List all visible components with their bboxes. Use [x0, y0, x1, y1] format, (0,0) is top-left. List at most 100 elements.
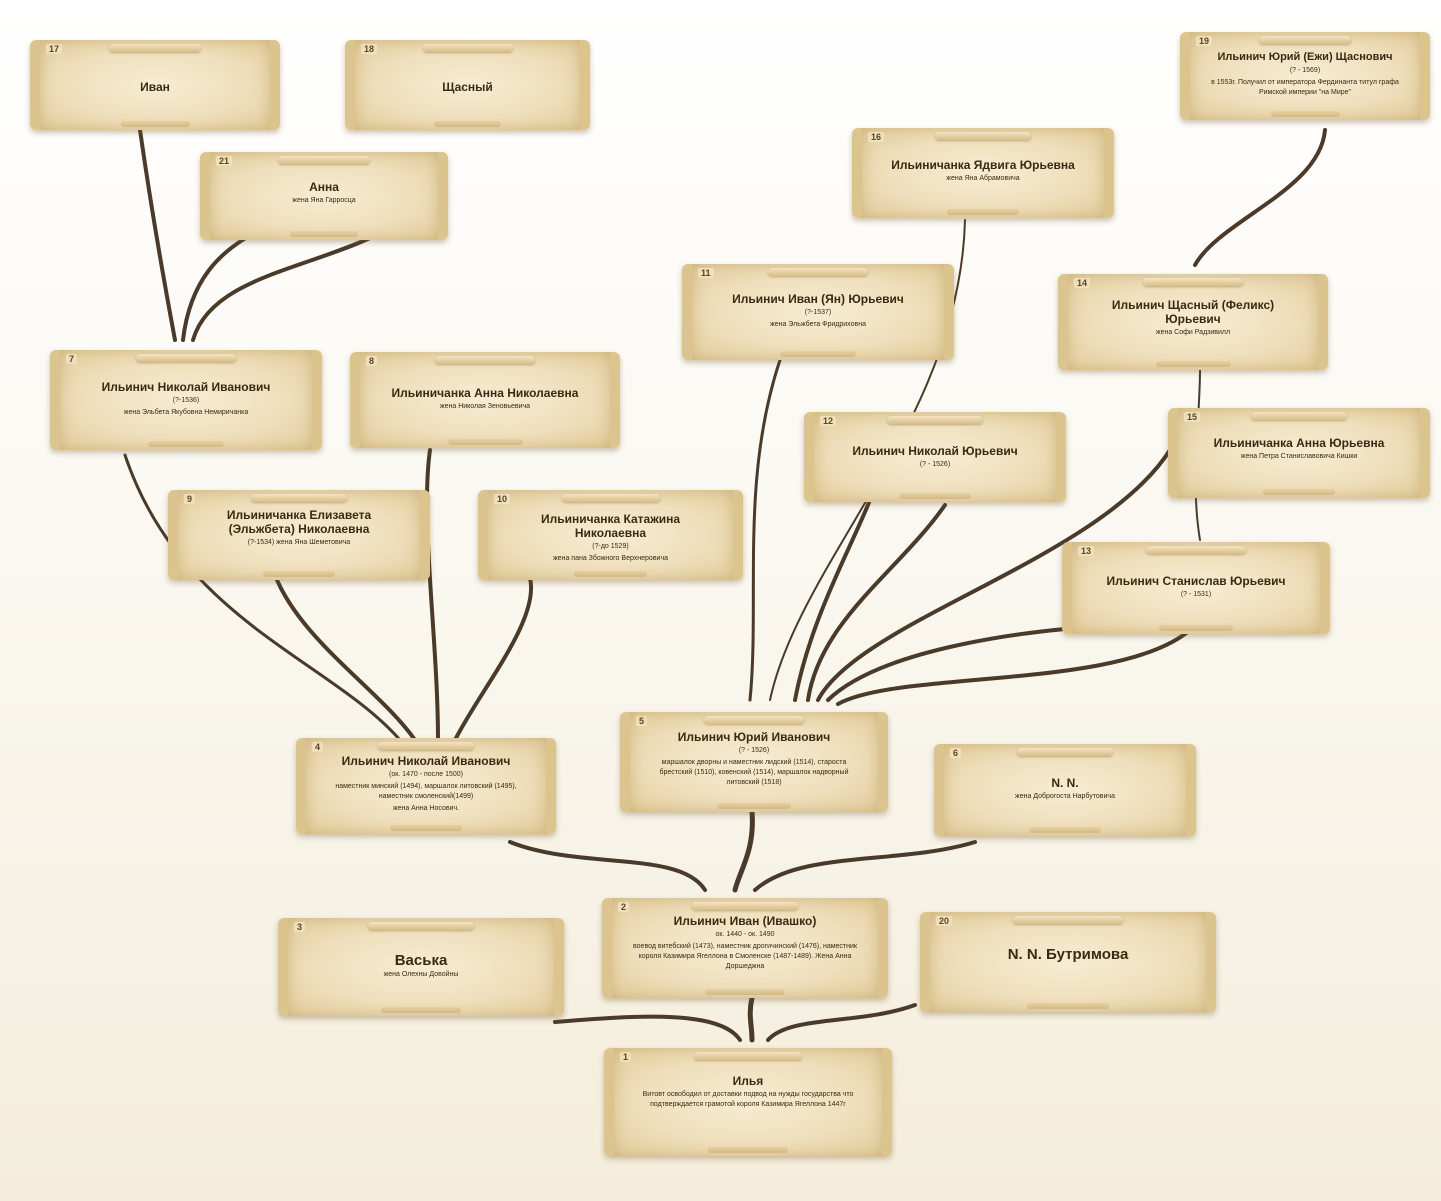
connector-5-12 [793, 498, 872, 702]
person-detail: (? - 1531) [1180, 591, 1212, 598]
person-name: Илья [732, 1074, 764, 1088]
person-card-14[interactable]: 14 Ильинич Щасный (Феликс) Юрьевич жена … [1058, 274, 1328, 370]
person-card-12[interactable]: 12 Ильинич Николай Юрьевич (? - 1526) [804, 412, 1066, 502]
person-name: Ильинич Иван (Ян) Юрьевич [732, 292, 904, 306]
person-detail: ок. 1440 - ок. 1490 [715, 931, 775, 938]
person-number: 17 [46, 44, 63, 54]
person-card-7[interactable]: 7 Ильинич Николай Иванович (?-1536) жена… [50, 350, 322, 450]
person-detail: (?-1536) [172, 397, 200, 404]
person-number: 5 [636, 716, 648, 726]
person-card-8[interactable]: 8 Ильиничанка Анна Николаевна жена Никол… [350, 352, 620, 448]
connector-5-13b [836, 628, 1192, 706]
person-name: N. N. Бутримова [1007, 946, 1129, 963]
person-name: Ильиничанка Анна Николаевна [391, 386, 579, 400]
connector-5-13 [826, 623, 1122, 702]
connector-5-12b [806, 503, 947, 702]
person-number: 16 [868, 132, 885, 142]
person-detail: (? - 1526) [919, 461, 951, 468]
person-number: 4 [312, 742, 324, 752]
person-name: Иван [140, 80, 170, 94]
person-card-9[interactable]: 9 Ильиничанка Елизавета (Эльжбета) Никол… [168, 490, 430, 580]
person-number: 9 [184, 494, 196, 504]
person-detail: жена Николая Зеновьевича [439, 403, 531, 410]
person-name: Васька [394, 952, 448, 969]
person-card-13[interactable]: 13 Ильинич Станислав Юрьевич (? - 1531) [1062, 542, 1330, 634]
connector-2-6 [753, 840, 977, 892]
person-detail: жена Яна Абрамовича [946, 175, 1020, 182]
person-card-19[interactable]: 19 Ильинич Юрий (Ежи) Щаснович (? - 1569… [1180, 32, 1430, 120]
person-name: Ильиничанка Катажина Николаевна [540, 512, 681, 540]
person-detail: (? - 1569) [1289, 67, 1321, 74]
person-detail: Витовт освободил от доставки подвод на н… [642, 1091, 854, 1108]
person-detail: жена Яна Гарросца [292, 197, 356, 204]
connector-4-8 [424, 448, 440, 742]
person-detail: жена Олехны Довойны [383, 971, 459, 978]
person-name: Ильинич Николай Иванович [101, 380, 271, 394]
person-card-18[interactable]: 18 Щасный [345, 40, 590, 130]
person-card-6[interactable]: 6 N. N. жена Доброгоста Нарбутовича [934, 744, 1196, 836]
connector-4-10 [453, 576, 534, 742]
person-number: 12 [820, 416, 837, 426]
person-name: Ильиничанка Елизавета (Эльжбета) Николае… [226, 508, 372, 536]
connector-7-21b [191, 236, 372, 342]
person-number: 13 [1078, 546, 1095, 556]
person-card-15[interactable]: 15 Ильиничанка Анна Юрьевна жена Петра С… [1168, 408, 1430, 498]
person-detail: жена Анна Носович. [392, 805, 460, 812]
connector-1-3 [553, 1014, 742, 1042]
person-detail: жена Доброгоста Нарбутовича [1015, 793, 1115, 800]
person-detail: (? - 1526) [738, 747, 770, 754]
person-card-2[interactable]: 2 Ильинич Иван (Ивашко) ок. 1440 - ок. 1… [602, 898, 888, 998]
person-name: Ильиничанка Ядвига Юрьевна [891, 158, 1075, 172]
person-name: Ильинич Станислав Юрьевич [1106, 574, 1286, 588]
person-number: 10 [494, 494, 511, 504]
person-card-5[interactable]: 5 Ильинич Юрий Иванович (? - 1526) марша… [620, 712, 888, 812]
person-detail: наместник минский (1494), маршалок литов… [335, 783, 517, 800]
person-number: 20 [936, 916, 953, 926]
person-number: 6 [950, 748, 962, 758]
person-number: 2 [618, 902, 630, 912]
person-card-3[interactable]: 3 Васька жена Олехны Довойны [278, 918, 564, 1016]
person-detail: в 1553г. Получил от императора Фердинант… [1211, 79, 1399, 96]
connector-7-17 [138, 128, 177, 342]
connector-1-2 [747, 995, 755, 1043]
person-card-20[interactable]: 20 N. N. Бутримова [920, 912, 1216, 1012]
person-number: 3 [294, 922, 306, 932]
person-number: 7 [66, 354, 78, 364]
person-detail: маршалок дворны и наместник лидский (151… [659, 759, 849, 786]
connector-4-7 [123, 453, 402, 742]
person-number: 21 [216, 156, 233, 166]
person-number: 15 [1184, 412, 1201, 422]
person-detail: воевод витебский (1473), наместник дроги… [633, 943, 857, 970]
person-card-21[interactable]: 21 Анна жена Яна Гарросца [200, 152, 448, 240]
person-card-1[interactable]: 1 Илья Витовт освободил от доставки подв… [604, 1048, 892, 1156]
person-card-17[interactable]: 17 Иван [30, 40, 280, 130]
person-card-4[interactable]: 4 Ильинич Николай Иванович (ок. 1470 - п… [296, 738, 556, 834]
person-detail: жена пана Збожного Верхнеровича [553, 555, 668, 562]
connector-5-11 [748, 358, 782, 702]
person-name: Ильинич Щасный (Феликс) Юрьевич [1111, 298, 1275, 326]
person-number: 8 [366, 356, 378, 366]
person-number: 18 [361, 44, 378, 54]
connector-1-20 [766, 1003, 917, 1042]
person-number: 11 [698, 268, 714, 278]
connector-2-4 [508, 840, 707, 892]
person-number: 19 [1196, 36, 1213, 46]
person-detail: (?-1537) [804, 309, 832, 316]
person-detail: жена Эльжбета Фридриховна [770, 321, 866, 328]
person-card-10[interactable]: 10 Ильиничанка Катажина Николаевна (?-до… [478, 490, 743, 580]
person-detail: (?-до 1529) [592, 543, 629, 550]
connector-4-9 [273, 573, 417, 742]
person-detail: жена Эльбета Якубовна Немиричанка [123, 409, 249, 416]
person-name: Ильинич Николай Иванович [341, 754, 511, 768]
person-number: 14 [1074, 278, 1091, 288]
person-card-11[interactable]: 11 Ильинич Иван (Ян) Юрьевич (?-1537) же… [682, 264, 954, 360]
person-number: 1 [620, 1052, 632, 1062]
person-detail: жена Софи Радзивилл [1155, 329, 1231, 336]
person-detail: (ок. 1470 - после 1500) [389, 771, 463, 778]
person-name: Ильинич Николай Юрьевич [852, 444, 1018, 458]
person-detail: жена Петра Станиславовича Кишки [1240, 453, 1358, 460]
person-name: Ильинич Юрий (Ежи) Щаснович [1217, 51, 1393, 63]
person-card-16[interactable]: 16 Ильиничанка Ядвига Юрьевна жена Яна А… [852, 128, 1114, 218]
connector-14-19 [1193, 128, 1327, 267]
